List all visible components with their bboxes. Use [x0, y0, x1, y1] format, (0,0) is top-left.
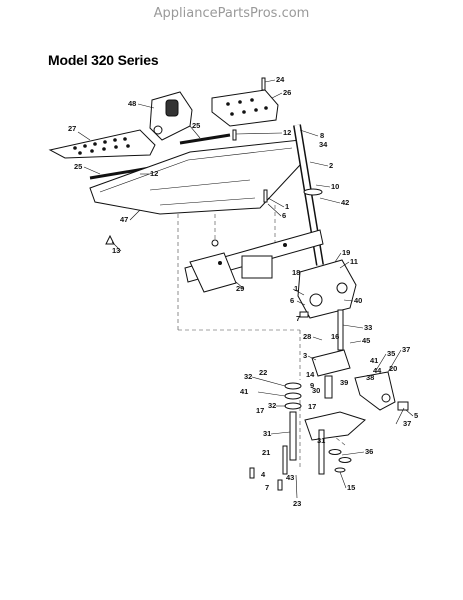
footrest-plate-left — [48, 129, 156, 159]
callout-19: 19 — [342, 248, 350, 257]
callout-4: 4 — [261, 470, 266, 479]
callout-10: 10 — [331, 182, 339, 191]
callout-24: 24 — [276, 75, 285, 84]
callout-47: 47 — [120, 215, 128, 224]
callout-41: 41 — [370, 356, 378, 365]
callout-32: 32 — [268, 401, 276, 410]
callout-22: 22 — [259, 368, 267, 377]
frame-pan — [89, 139, 301, 215]
callout-20: 20 — [389, 364, 397, 373]
callout-39: 39 — [340, 378, 348, 387]
callout-23: 23 — [293, 499, 301, 508]
dash-panel — [149, 91, 193, 141]
callout-41: 41 — [240, 387, 248, 396]
callout-33: 33 — [364, 323, 372, 332]
washers — [328, 449, 352, 473]
callout-13: 13 — [112, 246, 120, 255]
hardware-screws — [105, 77, 309, 491]
callout-44: 44 — [373, 366, 382, 375]
callout-3: 3 — [303, 351, 307, 360]
callout-2: 2 — [329, 161, 333, 170]
callout-17: 17 — [256, 406, 264, 415]
leader-lines — [77, 79, 414, 499]
callout-35: 35 — [387, 349, 395, 358]
callout-31: 31 — [263, 429, 271, 438]
callout-25: 25 — [192, 121, 200, 130]
front-axle-bracket — [304, 411, 366, 441]
callout-25: 25 — [74, 162, 82, 171]
callout-15: 15 — [347, 483, 355, 492]
callout-37: 37 — [403, 419, 411, 428]
callout-9: 9 — [310, 381, 314, 390]
callout-1: 1 — [294, 284, 298, 293]
callout-28: 28 — [303, 332, 311, 341]
callout-8: 8 — [320, 131, 324, 140]
frame-rail — [184, 229, 324, 293]
watermark: AppliancePartsPros.com — [153, 6, 310, 21]
spindle-arm — [354, 371, 409, 411]
callout-11: 11 — [350, 257, 358, 266]
callout-14: 14 — [306, 370, 315, 379]
callout-12: 12 — [283, 128, 291, 137]
callout-40: 40 — [354, 296, 362, 305]
spindle-left — [284, 382, 302, 461]
callout-6: 6 — [290, 296, 294, 305]
callout-42: 42 — [341, 198, 349, 207]
steering-shaft — [337, 309, 344, 351]
footrest-plate-right — [211, 89, 279, 127]
callout-34: 34 — [319, 140, 328, 149]
center-bolt — [282, 429, 325, 475]
callout-32: 32 — [244, 372, 252, 381]
callout-12: 12 — [150, 169, 158, 178]
callout-1: 1 — [285, 202, 289, 211]
callout-30: 30 — [312, 386, 320, 395]
callout-29: 29 — [236, 284, 244, 293]
callout-7: 7 — [296, 314, 300, 323]
callout-48: 48 — [128, 99, 136, 108]
callout-17: 17 — [308, 402, 316, 411]
callout-37: 37 — [402, 345, 410, 354]
callout-7: 7 — [265, 483, 269, 492]
callout-26: 26 — [283, 88, 291, 97]
callout-18: 18 — [292, 268, 300, 277]
steering-gear-box — [297, 259, 357, 319]
callout-16: 16 — [331, 332, 339, 341]
callout-6: 6 — [282, 211, 286, 220]
callout-45: 45 — [362, 336, 370, 345]
callout-5: 5 — [414, 411, 418, 420]
callout-31: 31 — [317, 436, 325, 445]
callout-27: 27 — [68, 124, 76, 133]
diagram-title: Model 320 Series — [48, 52, 159, 68]
callout-labels: 24 26 48 25 12 8 34 27 25 12 2 10 42 1 6… — [68, 75, 418, 508]
callout-38: 38 — [366, 373, 374, 382]
callout-21: 21 — [262, 448, 270, 457]
callout-36: 36 — [365, 447, 373, 456]
axle-pivot-assembly — [311, 349, 351, 399]
callout-43: 43 — [286, 473, 294, 482]
